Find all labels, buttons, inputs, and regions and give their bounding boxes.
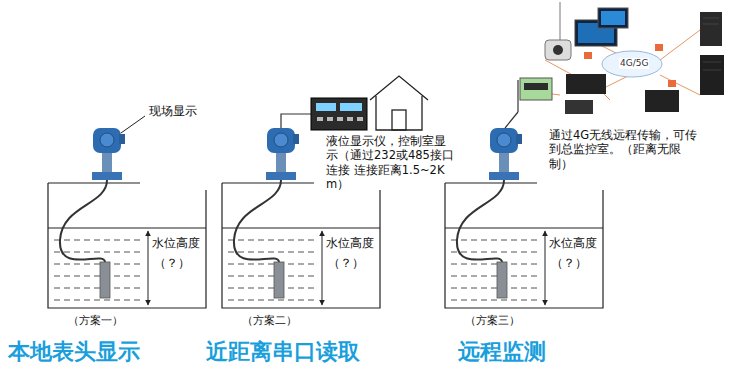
scheme-title: 近距离串口读取 — [206, 338, 360, 364]
scheme-caption: （方案二） — [242, 314, 297, 328]
display-instrument — [281, 98, 367, 130]
callout-text: 现场显示 — [149, 104, 197, 119]
network-label: 4G/5G — [619, 58, 649, 69]
level-value: （？） — [328, 256, 364, 271]
note-text: 液位显示仪，控制室显示（通过232或485接口连接 连接距离1.5~2Km） — [326, 134, 456, 192]
level-label: 水位高度 — [549, 236, 597, 251]
network-illustration — [505, 2, 724, 128]
leader-line — [121, 116, 145, 133]
level-label: 水位高度 — [152, 236, 200, 251]
scheme-caption: （方案三） — [465, 314, 520, 328]
level-value: （？） — [154, 256, 190, 271]
note-text: 通过4G无线远程传输，可传到总监控室。（距离无限制） — [549, 128, 699, 171]
scheme-title: 本地表头显示 — [8, 338, 140, 364]
level-label: 水位高度 — [326, 236, 374, 251]
tank-scheme-1 — [48, 128, 206, 308]
control-room-house — [370, 76, 428, 130]
scheme-caption: （方案一） — [68, 314, 123, 328]
scheme-title: 远程监测 — [458, 338, 546, 364]
level-value: （？） — [551, 256, 587, 271]
